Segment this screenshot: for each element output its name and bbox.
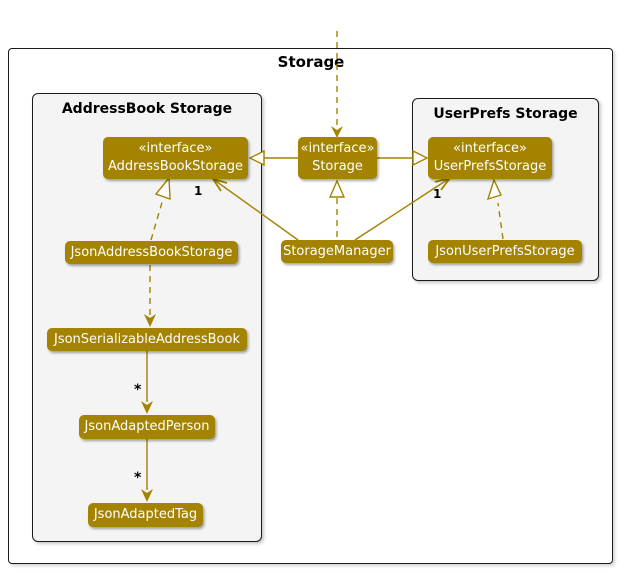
class-name-label: UserPrefsStorage <box>433 159 547 174</box>
multiplicity-label: 1 <box>433 187 442 201</box>
realization-line-jsonaddressbookstorage <box>150 198 164 241</box>
inheritance-triangle-icon <box>328 179 346 198</box>
class-name-label: AddressBookStorage <box>108 159 243 174</box>
inheritance-triangle-icon <box>486 178 502 201</box>
class-userprefsstorage-interface: «interface» UserPrefsStorage <box>428 137 552 179</box>
class-storagemanager: StorageManager <box>281 240 393 263</box>
class-jsonserializableaddressbook: JsonSerializableAddressBook <box>47 328 247 351</box>
open-arrowhead-icon <box>331 126 343 138</box>
multiplicity-label: 1 <box>194 184 203 198</box>
multiplicity-label: * <box>134 382 142 398</box>
class-name-label: Storage <box>312 159 363 174</box>
userprefs-storage-group-title: UserPrefs Storage <box>433 106 578 122</box>
inheritance-triangle-icon <box>412 149 429 167</box>
class-jsonadaptedperson: JsonAdaptedPerson <box>79 415 215 439</box>
open-arrowhead-icon <box>212 178 228 192</box>
class-name-label: JsonSerializableAddressBook <box>54 331 240 347</box>
class-name-label: JsonAdaptedPerson <box>84 419 210 434</box>
class-jsonadaptedtag: JsonAdaptedTag <box>88 503 203 527</box>
storage-component-box <box>8 48 613 564</box>
class-name-label: JsonAdaptedTag <box>93 507 198 522</box>
class-name-label: JsonAddressBookStorage <box>70 244 233 260</box>
association-line-storagemanager-to-userprefsstorage <box>354 177 451 241</box>
stereotype-label: «interface» <box>453 141 527 156</box>
class-addressbookstorage-interface: «interface» AddressBookStorage <box>103 137 248 179</box>
realization-line-jsonuserprefsstorage <box>497 202 504 240</box>
open-arrowhead-icon <box>144 314 156 327</box>
addressbook-storage-group-title: AddressBook Storage <box>61 101 233 117</box>
multiplicity-label: * <box>134 470 142 486</box>
stereotype-label: «interface» <box>300 141 375 156</box>
open-arrowhead-icon <box>141 489 153 502</box>
stereotype-label: «interface» <box>138 141 213 156</box>
association-line-storagemanager-to-addressbookstorage <box>212 178 299 241</box>
open-arrowhead-icon <box>141 401 153 414</box>
inheritance-triangle-icon <box>154 176 171 201</box>
class-jsonuserprefsstorage: JsonUserPrefsStorage <box>428 240 582 263</box>
inheritance-triangle-icon <box>248 149 265 167</box>
class-storage-interface: «interface» Storage <box>298 137 377 179</box>
storage-component-title: Storage <box>277 53 345 71</box>
class-name-label: StorageManager <box>283 243 391 259</box>
class-jsonaddressbookstorage: JsonAddressBookStorage <box>65 241 238 264</box>
class-name-label: JsonUserPrefsStorage <box>435 243 575 259</box>
